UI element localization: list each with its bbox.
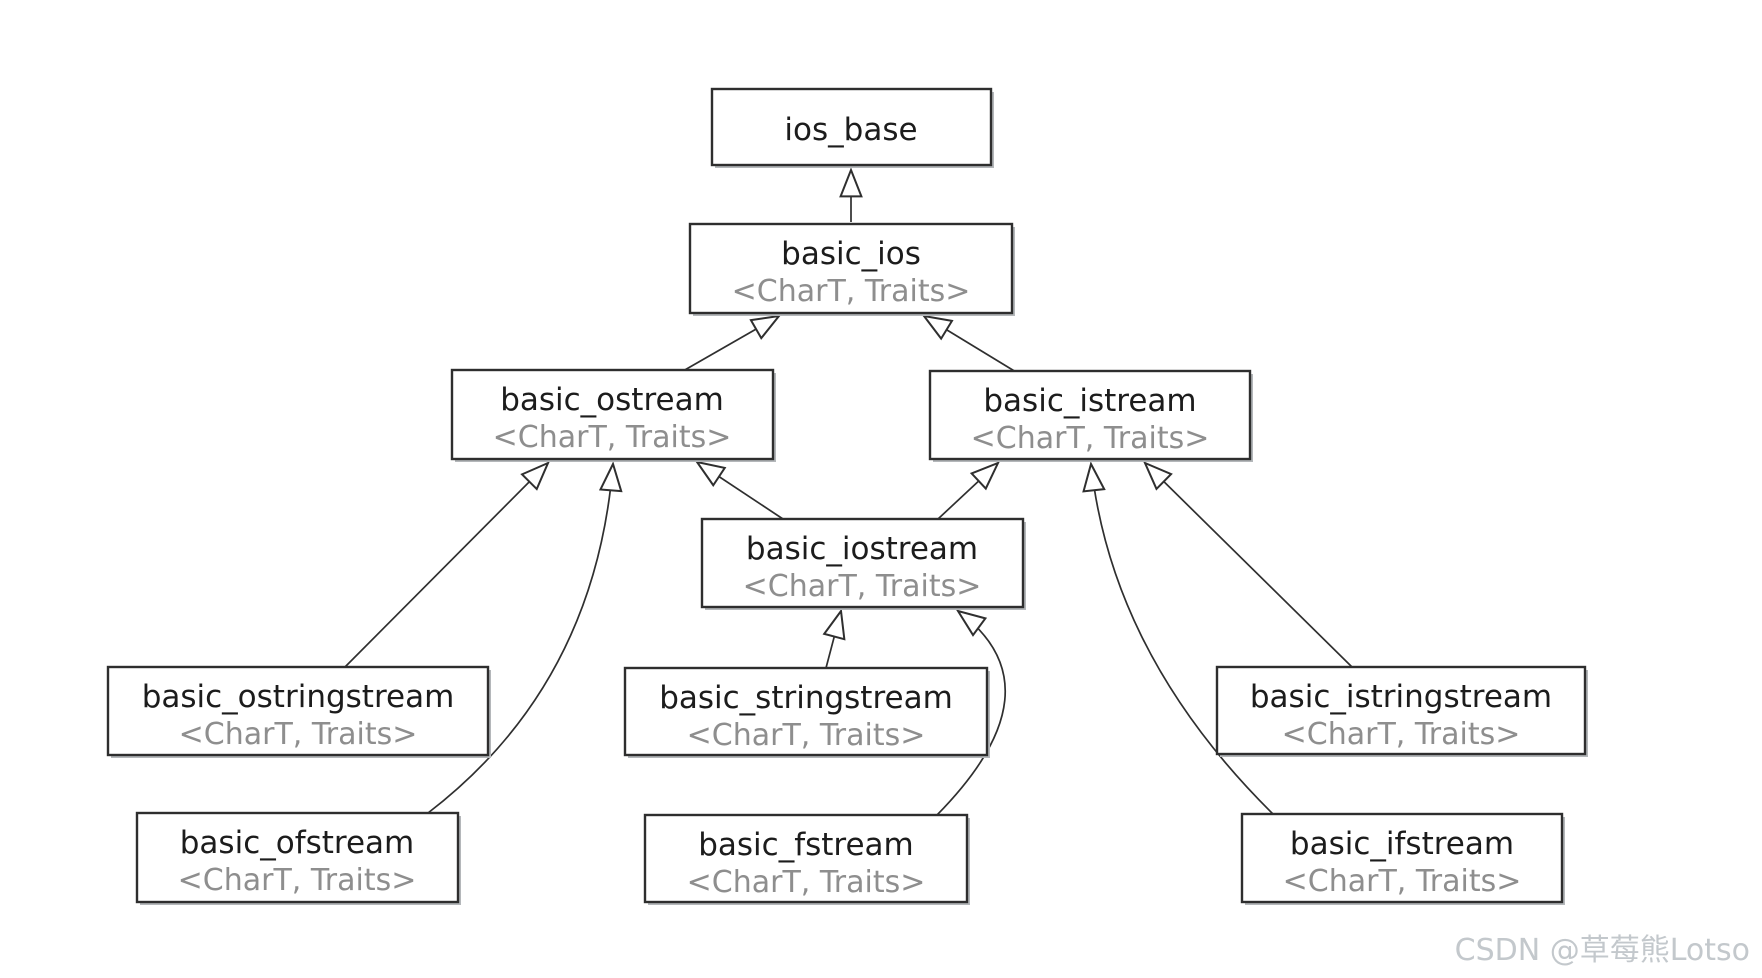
- class-template-params: <CharT, Traits>: [493, 420, 732, 455]
- class-template-params: <CharT, Traits>: [687, 718, 926, 753]
- class-node-basic_ios: basic_ios <CharT, Traits>: [688, 222, 1015, 316]
- class-box: [643, 813, 969, 904]
- class-box: [450, 368, 775, 461]
- class-box: [688, 222, 1014, 315]
- inheritance-arrow-basic_iostream-to-basic_ostream: [697, 462, 784, 520]
- inheritance-arrow-basic_iostream-to-basic_istream: [937, 463, 998, 520]
- class-name: basic_iostream: [746, 531, 978, 567]
- class-box: [700, 517, 1025, 609]
- class-box: [710, 87, 993, 167]
- class-node-basic_ostringstream: basic_ostringstream <CharT, Traits>: [106, 665, 491, 758]
- class-name: ios_base: [784, 112, 917, 148]
- class-template-params: <CharT, Traits>: [1283, 864, 1522, 899]
- class-box: [1240, 812, 1564, 904]
- inheritance-arrow-basic_ostringstream-to-basic_ostream: [344, 463, 548, 668]
- class-name: basic_ostream: [500, 382, 724, 418]
- inheritance-arrow-basic_ostream-to-basic_ios: [682, 316, 779, 372]
- inheritance-arrow-basic_ofstream-to-basic_ostream: [427, 464, 613, 814]
- class-name: basic_ofstream: [180, 825, 415, 861]
- class-node-basic_ifstream: basic_ifstream <CharT, Traits>: [1240, 812, 1565, 905]
- inheritance-arrow-basic_istream-to-basic_ios: [924, 316, 1017, 373]
- class-node-basic_istream: basic_istream <CharT, Traits>: [928, 369, 1253, 462]
- inheritance-arrow-basic_stringstream-to-basic_iostream: [826, 611, 841, 669]
- class-name: basic_fstream: [698, 827, 914, 863]
- inheritance-arrow-basic_istringstream-to-basic_istream: [1145, 463, 1353, 668]
- class-node-basic_istringstream: basic_istringstream <CharT, Traits>: [1215, 665, 1588, 757]
- inheritance-arrow-basic_fstream-to-basic_iostream: [936, 611, 1007, 816]
- class-template-params: <CharT, Traits>: [732, 274, 971, 309]
- class-name: basic_ios: [781, 236, 921, 272]
- class-box: [1215, 665, 1587, 756]
- csdn-watermark: CSDN @草莓熊Lotso: [1455, 933, 1750, 968]
- class-name: basic_ostringstream: [142, 679, 455, 715]
- class-box: [106, 665, 490, 757]
- class-template-params: <CharT, Traits>: [971, 421, 1210, 456]
- class-name: basic_ifstream: [1290, 826, 1514, 862]
- class-node-ios_base: ios_base: [710, 87, 994, 168]
- class-name: basic_istream: [983, 383, 1196, 419]
- class-template-params: <CharT, Traits>: [1282, 717, 1521, 752]
- class-box: [928, 369, 1252, 461]
- class-name: basic_stringstream: [659, 680, 953, 716]
- class-box: [135, 811, 460, 904]
- class-template-params: <CharT, Traits>: [687, 865, 926, 900]
- class-template-params: <CharT, Traits>: [179, 717, 418, 752]
- class-template-params: <CharT, Traits>: [743, 569, 982, 604]
- class-node-basic_stringstream: basic_stringstream <CharT, Traits>: [623, 666, 990, 758]
- class-node-basic_iostream: basic_iostream <CharT, Traits>: [700, 517, 1026, 610]
- inheritance-arrow-basic_ifstream-to-basic_istream: [1091, 464, 1274, 815]
- class-box: [623, 666, 989, 757]
- class-node-basic_ofstream: basic_ofstream <CharT, Traits>: [135, 811, 461, 905]
- class-template-params: <CharT, Traits>: [178, 863, 417, 898]
- class-name: basic_istringstream: [1250, 679, 1552, 715]
- class-node-basic_ostream: basic_ostream <CharT, Traits>: [450, 368, 776, 462]
- class-node-basic_fstream: basic_fstream <CharT, Traits>: [643, 813, 970, 905]
